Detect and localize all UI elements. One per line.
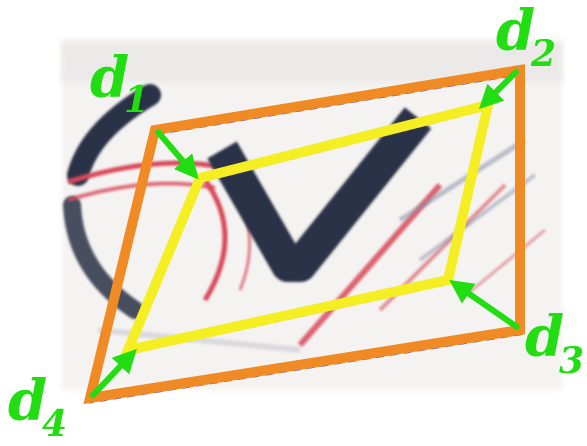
arrow-d4-icon: [90, 348, 137, 398]
arrow-d1-icon: [155, 129, 199, 180]
label-d2: d 2: [496, 0, 556, 75]
label-d4: d 4: [8, 368, 67, 445]
label-d1-main: d: [90, 45, 129, 111]
blurred-text-patch-image: [62, 40, 562, 390]
arrow-d3-icon: [449, 279, 520, 330]
label-d4-main: d: [8, 368, 47, 434]
label-d1: d 1: [90, 45, 149, 121]
displacement-arrow-icons: [90, 69, 520, 398]
label-d3-main: d: [525, 304, 564, 370]
label-d4-sub: 4: [42, 403, 67, 445]
label-d3-sub: 3: [559, 340, 584, 382]
arrow-d2-icon: [478, 69, 519, 110]
inner-quadrilateral: [119, 98, 495, 357]
label-d2-main: d: [496, 0, 535, 64]
label-d3: d 3: [525, 304, 584, 382]
outer-quadrilateral: [83, 64, 525, 405]
label-d1-sub: 1: [124, 79, 149, 121]
label-d2-sub: 2: [530, 33, 556, 75]
